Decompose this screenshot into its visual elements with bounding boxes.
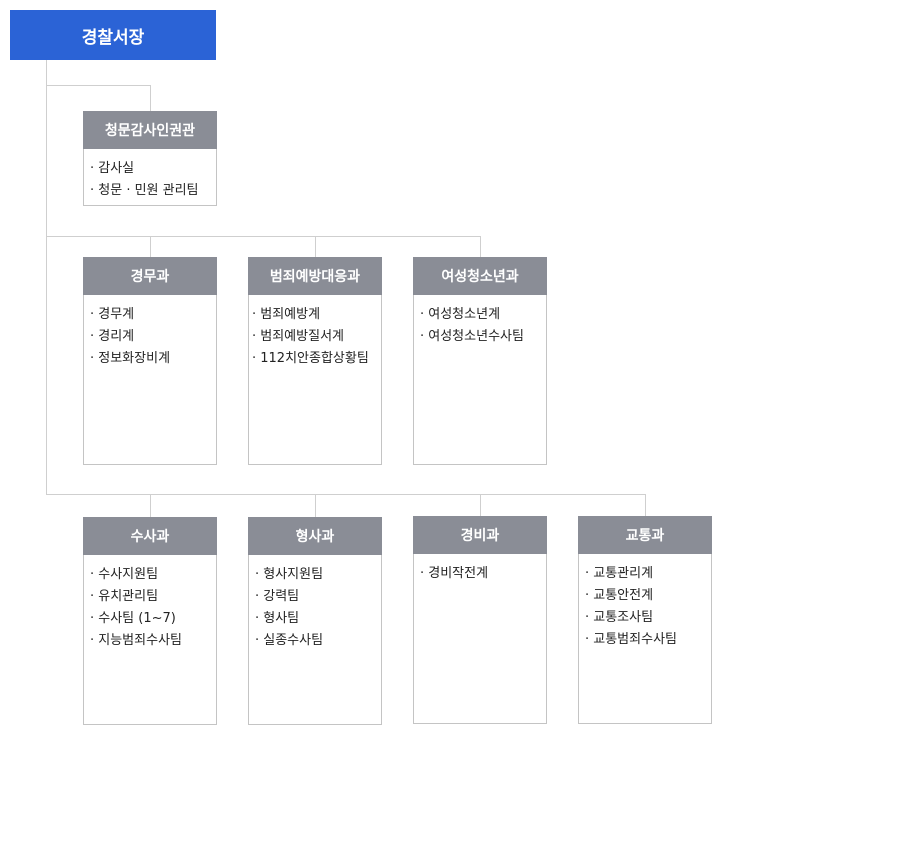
dept-item: 112치안종합상황팀 (252, 348, 381, 370)
dept-box-audit: 청문감사인권관 감사실 청문 · 민원 관리팀 (83, 111, 217, 206)
dept-item: 교통범죄수사팀 (585, 629, 711, 651)
connector-branch-3 (46, 494, 646, 495)
dept-item: 유치관리팀 (90, 586, 216, 608)
dept-item: 지능범죄수사팀 (90, 630, 216, 652)
dept-title: 수사과 (83, 517, 217, 555)
dept-item: 경리계 (90, 326, 216, 348)
dept-item-list: 교통관리계 교통안전계 교통조사팀 교통범죄수사팀 (579, 554, 711, 651)
connector-drop-3d (645, 494, 646, 516)
dept-item: 경비작전계 (420, 563, 546, 585)
dept-item: 강력팀 (255, 586, 381, 608)
dept-item: 형사팀 (255, 608, 381, 630)
dept-item: 실종수사팀 (255, 630, 381, 652)
connector-drop-1 (150, 85, 151, 111)
connector-drop-3a (150, 494, 151, 517)
dept-box-crime-prevention: 범죄예방대응과 범죄예방계 범죄예방질서계 112치안종합상황팀 (248, 257, 382, 465)
dept-box-investigation: 수사과 수사지원팀 유치관리팀 수사팀 (1~7) 지능범죄수사팀 (83, 517, 217, 725)
connector-main-vertical (46, 60, 47, 495)
dept-box-general-affairs: 경무과 경무계 경리계 정보화장비계 (83, 257, 217, 465)
chief-box: 경찰서장 (10, 10, 216, 60)
dept-title: 범죄예방대응과 (248, 257, 382, 295)
dept-item: 범죄예방질서계 (252, 326, 381, 348)
connector-drop-2a (150, 236, 151, 257)
dept-item: 수사팀 (1~7) (90, 608, 216, 630)
dept-title: 경무과 (83, 257, 217, 295)
dept-item: 정보화장비계 (90, 348, 216, 370)
connector-drop-2b (315, 236, 316, 257)
dept-item-list: 수사지원팀 유치관리팀 수사팀 (1~7) 지능범죄수사팀 (84, 555, 216, 652)
dept-item-list: 여성청소년계 여성청소년수사팀 (414, 295, 546, 348)
dept-item-list: 경무계 경리계 정보화장비계 (84, 295, 216, 370)
dept-item: 형사지원팀 (255, 564, 381, 586)
dept-item: 여성청소년수사팀 (420, 326, 546, 348)
dept-title: 여성청소년과 (413, 257, 547, 295)
dept-item: 교통안전계 (585, 585, 711, 607)
dept-item-list: 경비작전계 (414, 554, 546, 585)
dept-item: 범죄예방계 (252, 304, 381, 326)
dept-item: 감사실 (90, 158, 216, 180)
dept-item: 청문 · 민원 관리팀 (90, 180, 216, 202)
dept-item: 경무계 (90, 304, 216, 326)
dept-title: 형사과 (248, 517, 382, 555)
dept-box-women-youth: 여성청소년과 여성청소년계 여성청소년수사팀 (413, 257, 547, 465)
dept-item-list: 형사지원팀 강력팀 형사팀 실종수사팀 (249, 555, 381, 652)
connector-branch-1 (46, 85, 151, 86)
connector-drop-2c (480, 236, 481, 257)
dept-title: 경비과 (413, 516, 547, 554)
connector-drop-3c (480, 494, 481, 516)
dept-title: 청문감사인권관 (83, 111, 217, 149)
dept-item-list: 범죄예방계 범죄예방질서계 112치안종합상황팀 (249, 295, 381, 370)
dept-box-traffic: 교통과 교통관리계 교통안전계 교통조사팀 교통범죄수사팀 (578, 516, 712, 724)
dept-item: 교통조사팀 (585, 607, 711, 629)
dept-item: 여성청소년계 (420, 304, 546, 326)
dept-box-criminal: 형사과 형사지원팀 강력팀 형사팀 실종수사팀 (248, 517, 382, 725)
dept-item: 교통관리계 (585, 563, 711, 585)
dept-title: 교통과 (578, 516, 712, 554)
dept-item: 수사지원팀 (90, 564, 216, 586)
connector-branch-2 (46, 236, 481, 237)
dept-box-security: 경비과 경비작전계 (413, 516, 547, 724)
dept-item-list: 감사실 청문 · 민원 관리팀 (84, 149, 216, 202)
connector-drop-3b (315, 494, 316, 517)
